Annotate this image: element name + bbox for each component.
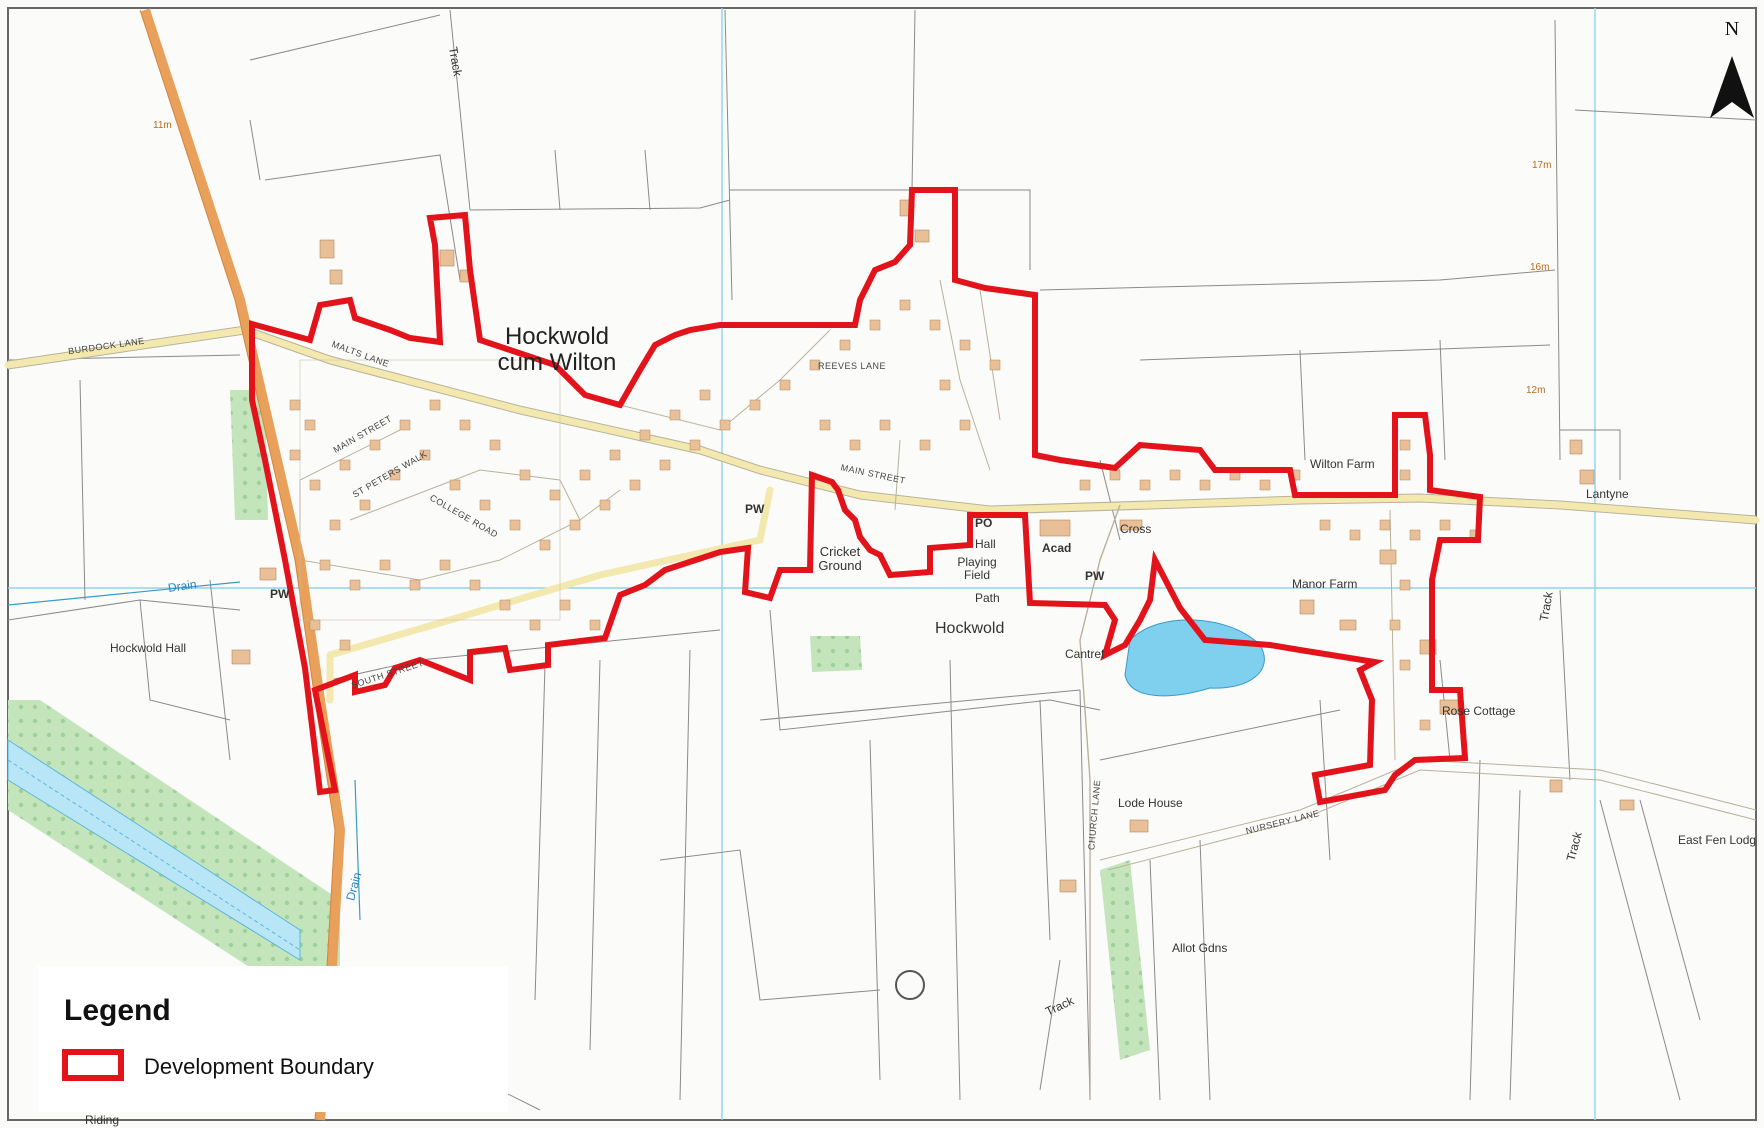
path-label: Path: [975, 591, 1000, 605]
contour-16-label: 16m: [1530, 262, 1550, 273]
minor-roads: [4, 326, 1760, 704]
hockwold-label: Hockwold: [935, 620, 1005, 637]
allot-gdns-label: Allot Gdns: [1172, 941, 1228, 955]
hall-label: Hall: [975, 537, 996, 551]
village-label: Hockwold cum Wilton: [497, 323, 617, 377]
development-boundary: [249, 187, 1484, 806]
legend: Legend Development Boundary: [38, 966, 508, 1112]
pw-east-label: PW: [1085, 569, 1105, 583]
east-fen-lodge-label: East Fen Lodg: [1678, 833, 1757, 847]
acad-label: Acad: [1042, 541, 1072, 555]
lode-house-label: Lode House: [1118, 796, 1183, 810]
rose-cottage-label: Rose Cottage: [1442, 704, 1516, 718]
pw-west-label: PW: [270, 587, 290, 601]
cross-label: Cross: [1120, 522, 1152, 536]
development-boundary-swatch: [62, 1049, 124, 1081]
contour-17-label: 17m: [1532, 160, 1552, 171]
cantref-label: Cantref: [1065, 647, 1105, 661]
riding-label: Riding: [85, 1113, 120, 1127]
cricket-ground-label: Cricket Ground: [818, 544, 862, 574]
reeves-lane-label: REEVES LANE: [818, 361, 887, 371]
lantyne-label: Lantyne: [1586, 487, 1629, 501]
manor-farm-label: Manor Farm: [1292, 577, 1358, 591]
contour-11-label: 11m: [153, 120, 172, 131]
north-letter: N: [1724, 18, 1740, 40]
contour-12-label: 12m: [1526, 385, 1546, 396]
field-boundaries: [7, 9, 1757, 1111]
building-blocks: [231, 199, 1635, 893]
hockwold-hall-label: Hockwold Hall: [110, 641, 187, 655]
wilton-farm-label: Wilton Farm: [1310, 457, 1375, 471]
playing-field-label: Playing Field: [957, 555, 997, 583]
pw-main-label: PW: [745, 502, 765, 516]
north-arrow-icon: [1710, 56, 1754, 118]
legend-item-label: Development Boundary: [144, 1054, 374, 1079]
legend-title: Legend: [64, 994, 171, 1027]
building-grid-west: [289, 299, 1481, 731]
po-label: PO: [975, 516, 993, 530]
water-features: [7, 581, 1265, 1000]
